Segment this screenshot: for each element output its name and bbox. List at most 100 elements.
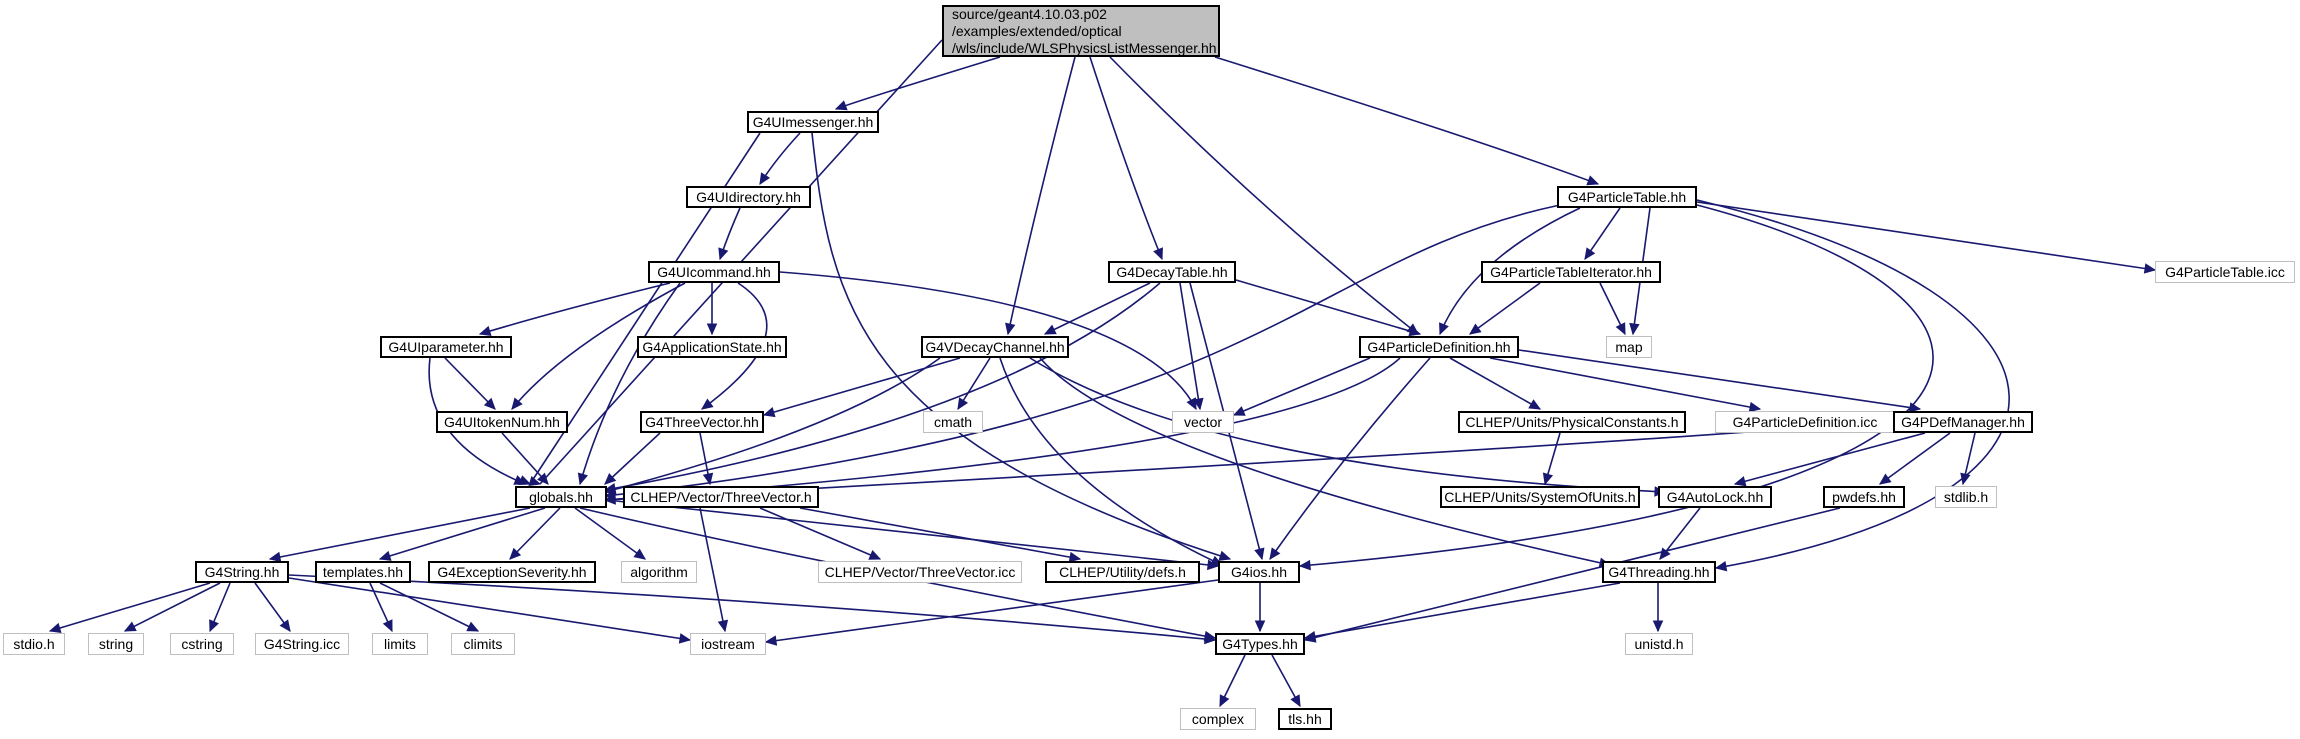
- edge-globals-G4ios: [606, 499, 1219, 567]
- node-g4uiparameter[interactable]: G4UIparameter.hh: [380, 336, 512, 358]
- node-g4autolock[interactable]: G4AutoLock.hh: [1658, 486, 1772, 508]
- edge-G4Threading-G4Types: [1304, 582, 1621, 639]
- edge-G4PDefManager-pwdefs: [1879, 432, 1951, 485]
- edge-globals-G4ExceptionSeverity: [509, 507, 561, 560]
- edge-G4ParticleDefinition-G4ParticleDefinitionIcc: [1489, 357, 1761, 410]
- arrowhead-G4ParticleDefinition-PhysicalConstants: [1528, 399, 1542, 410]
- node-limits: limits: [372, 633, 428, 655]
- root-path-line-3: /wls/include/WLSPhysicsListMessenger.hh: [952, 39, 1217, 56]
- edge-G4UIcommand-G4UIparameter: [479, 282, 671, 335]
- node-globals[interactable]: globals.hh: [515, 486, 607, 508]
- arrowhead-G4Types-complex: [1219, 694, 1230, 708]
- arrowhead-templates-limits: [382, 619, 393, 633]
- arrowhead-G4ParticleDefinition-vector: [1232, 406, 1246, 416]
- node-g4string-icc: G4String.icc: [255, 633, 349, 655]
- arrowhead-G4String-stdio: [48, 622, 62, 634]
- arrowhead-G4PDefManager-stdlib: [1960, 472, 1971, 486]
- edge-G4VDecayChannel-globals: [604, 357, 941, 493]
- node-clhep-utility-defs[interactable]: CLHEP/Utility/defs.h: [1045, 561, 1200, 583]
- edge-root-G4DecayTable: [1089, 56, 1163, 260]
- arrowhead-G4Types-tls: [1290, 694, 1301, 708]
- node-tls[interactable]: tls.hh: [1278, 708, 1332, 730]
- node-g4uimessenger[interactable]: G4UImessenger.hh: [747, 111, 879, 133]
- node-g4uidirectory[interactable]: G4UIdirectory.hh: [686, 186, 811, 208]
- edge-root-G4VDecayChannel: [1007, 56, 1076, 335]
- edge-G4ParticleTable-G4ios: [1299, 204, 1934, 567]
- node-clhep-physicalconstants[interactable]: CLHEP/Units/PhysicalConstants.h: [1458, 411, 1686, 433]
- edge-CLHEPThreeVector-CLHEPThreeVectorIcc: [759, 507, 881, 560]
- node-g4exceptionseverity[interactable]: G4ExceptionSeverity.hh: [428, 561, 596, 583]
- node-g4uicommand[interactable]: G4UIcommand.hh: [648, 261, 780, 283]
- edge-G4String-iostream: [288, 577, 691, 641]
- arrowhead-G4String-iostream: [678, 633, 692, 644]
- node-g4threading[interactable]: G4Threading.hh: [1602, 561, 1716, 583]
- arrowhead-G4ParticleTable-map: [1629, 322, 1640, 336]
- edge-G4DecayTable-vector: [1179, 282, 1201, 410]
- arrowhead-G4ThreeVector-CLHEPThreeVector: [702, 472, 714, 486]
- node-g4string[interactable]: G4String.hh: [195, 561, 289, 583]
- edge-G4ThreeVector-globals: [604, 432, 661, 485]
- node-g4pdefmanager[interactable]: G4PDefManager.hh: [1893, 411, 2033, 433]
- node-climits: climits: [451, 633, 515, 655]
- edge-G4ParticleDefinition-globals: [604, 357, 1401, 501]
- arrowhead-G4ParticleTable-G4Threading: [1714, 561, 1728, 572]
- node-g4particledefinition-icc: G4ParticleDefinition.icc: [1715, 411, 1895, 433]
- node-g4threevector[interactable]: G4ThreeVector.hh: [640, 411, 764, 433]
- arrowhead-CLHEPThreeVector-CLHEPdefs: [1068, 551, 1082, 563]
- arrowhead-G4ios-iostream: [764, 635, 778, 646]
- node-g4decaytable[interactable]: G4DecayTable.hh: [1108, 261, 1236, 283]
- arrowhead-G4ParticleTable-G4ParticleTableIterator: [1584, 247, 1596, 261]
- node-g4particledefinition[interactable]: G4ParticleDefinition.hh: [1359, 336, 1519, 358]
- node-g4vdecaychannel[interactable]: G4VDecayChannel.hh: [921, 336, 1069, 358]
- edge-pwdefs-G4Types: [1304, 507, 1841, 641]
- edge-G4ios-iostream: [765, 579, 1219, 643]
- node-cmath: cmath: [923, 411, 983, 433]
- node-complex: complex: [1180, 708, 1256, 730]
- edge-G4UImessenger-G4ios: [811, 132, 1231, 560]
- edge-G4DecayTable-G4ParticleDefinition: [1235, 279, 1421, 335]
- node-g4applicationstate[interactable]: G4ApplicationState.hh: [637, 336, 787, 358]
- edge-G4String-G4Types: [288, 574, 1216, 641]
- edge-G4ParticleTable-G4Threading: [1696, 199, 2010, 569]
- arrowhead-globals-templates: [378, 550, 392, 561]
- edge-G4DecayTable-globals: [604, 282, 1161, 491]
- arrowhead-G4UIcommand-vector: [1186, 397, 1197, 411]
- node-g4types[interactable]: G4Types.hh: [1215, 633, 1305, 655]
- node-g4particletable[interactable]: G4ParticleTable.hh: [1557, 186, 1697, 208]
- node-g4particletableiterator[interactable]: G4ParticleTableIterator.hh: [1481, 261, 1661, 283]
- arrowhead-root-G4ParticleTable: [1586, 175, 1600, 186]
- node-iostream: iostream: [690, 633, 766, 655]
- edge-G4PDefManager-G4AutoLock: [1734, 432, 1926, 485]
- arrowhead-G4DecayTable-G4ParticleDefinition: [1408, 325, 1422, 337]
- arrowhead-templates-climits: [466, 621, 480, 632]
- arrowhead-G4ios-G4Types: [1254, 620, 1266, 633]
- node-g4uitokennum[interactable]: G4UItokenNum.hh: [436, 411, 568, 433]
- node-clhep-threevector-h[interactable]: CLHEP/Vector/ThreeVector.h: [623, 486, 819, 508]
- arrowhead-G4ParticleTable-G4ios: [1298, 559, 1311, 571]
- arrowhead-G4ParticleDefinition-G4ParticleDefinitionIcc: [1748, 401, 1762, 413]
- node-clhep-systemofunits[interactable]: CLHEP/Units/SystemOfUnits.h: [1440, 486, 1640, 508]
- arrowhead-globals-G4ExceptionSeverity: [509, 547, 522, 560]
- edge-G4UItokenNum-globals: [501, 432, 549, 485]
- arrowhead-G4ParticleTableIterator-G4ParticleDefinition: [1469, 323, 1482, 335]
- edge-G4UIparameter-G4UItokenNum: [444, 357, 496, 410]
- arrowhead-G4ParticleDefinition-G4PDefManager: [1908, 402, 1922, 413]
- edge-G4String-string: [124, 582, 221, 632]
- edge-CLHEPThreeVector-iostream: [699, 507, 726, 632]
- edge-G4ParticleTableIterator-G4ParticleDefinition: [1469, 282, 1541, 335]
- arrowhead-G4DecayTable-G4ios: [1254, 547, 1265, 561]
- arrowhead-G4String-G4Types: [1204, 633, 1217, 645]
- arrowhead-G4ParticleTableIterator-map: [1615, 322, 1626, 336]
- arrowhead-root-G4VDecayChannel: [1005, 322, 1016, 336]
- arrowhead-G4DecayTable-vector: [1193, 397, 1204, 411]
- node-templates[interactable]: templates.hh: [315, 561, 411, 583]
- node-map: map: [1606, 336, 1652, 358]
- edge-G4UIcommand-G4UItokenNum: [511, 282, 686, 410]
- node-pwdefs[interactable]: pwdefs.hh: [1823, 486, 1905, 508]
- node-algorithm: algorithm: [621, 561, 697, 583]
- edge-root-G4ParticleTable: [1214, 56, 1599, 185]
- edge-G4VDecayChannel-G4AutoLock: [1029, 357, 1666, 493]
- arrowhead-G4UIparameter-G4UItokenNum: [483, 397, 496, 410]
- arrowhead-G4UIparameter-globals: [513, 475, 527, 485]
- node-g4ios[interactable]: G4ios.hh: [1218, 561, 1300, 583]
